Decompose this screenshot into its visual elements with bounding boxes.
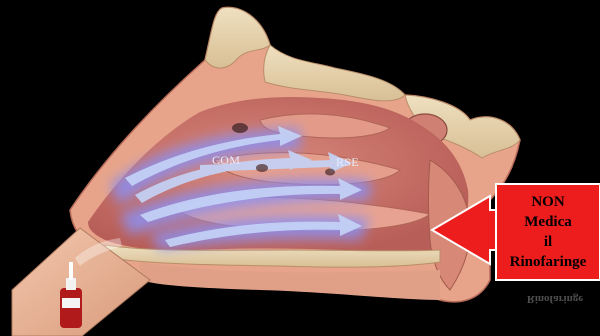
callout-reflection: Rinofaringe <box>510 289 600 305</box>
callout-text: NON Medica il Rinofaringe <box>496 184 600 280</box>
callout-line-4: Rinofaringe <box>510 252 587 272</box>
callout-line-1: NON <box>531 192 564 212</box>
label-com: COM <box>212 153 240 167</box>
label-rse: RSE <box>336 155 359 169</box>
callout-line-2: Medica <box>524 212 571 232</box>
callout-line-3: il <box>544 232 552 252</box>
